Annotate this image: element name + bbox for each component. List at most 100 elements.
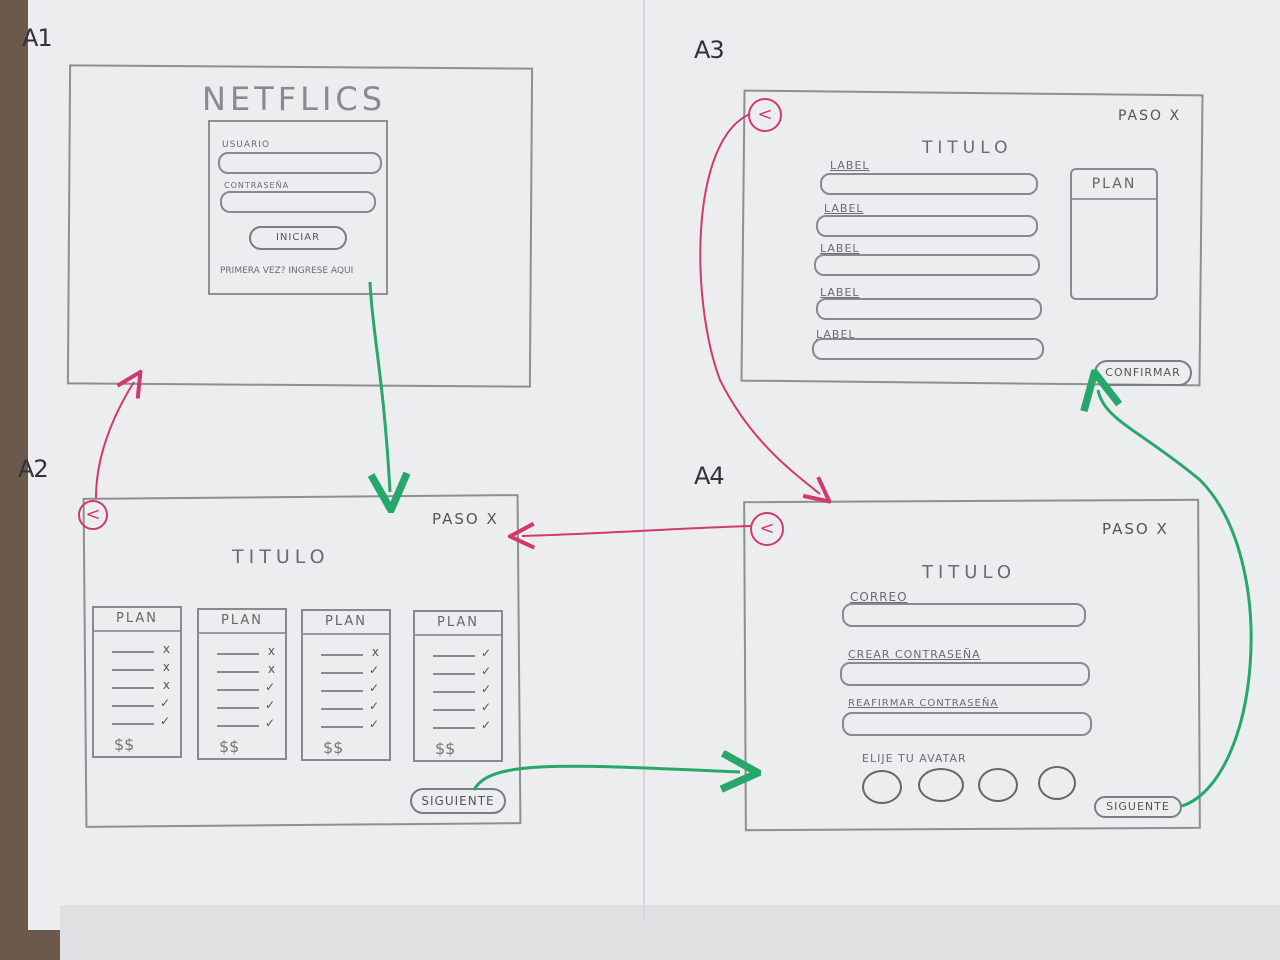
plan-feature-row: x — [112, 678, 170, 694]
avatar-label: ELIJE TU AVATAR — [862, 752, 967, 765]
cross-icon: x — [162, 678, 170, 692]
avatar-option-2[interactable] — [918, 768, 964, 802]
text-input-4[interactable] — [816, 298, 1042, 320]
plan-feature-row: ✓ — [217, 716, 275, 732]
feature-line — [433, 727, 475, 729]
text-input-1[interactable] — [820, 173, 1038, 195]
step-label-a3: PASO X — [1118, 108, 1182, 124]
plan-feature-row: ✓ — [321, 717, 379, 733]
feature-line — [112, 687, 154, 689]
check-icon: ✓ — [264, 716, 275, 730]
text-input-2[interactable] — [816, 215, 1038, 237]
email-label: CORREO — [850, 590, 908, 604]
back-button-a4[interactable]: < — [750, 512, 784, 546]
confirm-password-label: REAFIRMAR CONTRASEÑA — [848, 698, 999, 709]
arrow-a4-to-a3 — [1098, 390, 1253, 808]
close-icon[interactable]: X — [1156, 520, 1169, 538]
plan-feature-row: ✓ — [433, 718, 491, 734]
arrow-a1-to-a2 — [370, 281, 390, 492]
screen-tag-a3: A3 — [694, 36, 725, 64]
plan-summary-title: PLAN — [1072, 170, 1156, 200]
feature-line — [217, 689, 259, 691]
field-label-3: LABEL — [820, 242, 860, 255]
page-title-a2: TITULO — [232, 546, 330, 568]
chevron-left-icon: < — [85, 504, 101, 525]
check-icon: ✓ — [480, 646, 491, 660]
plan-feature-row: ✓ — [217, 680, 275, 696]
plan-feature-row: x — [321, 645, 379, 661]
chevron-left-icon: < — [757, 104, 773, 125]
cross-icon: x — [267, 662, 275, 676]
plan-feature-row: ✓ — [217, 698, 275, 714]
check-icon: ✓ — [264, 680, 275, 694]
feature-line — [433, 655, 475, 657]
cross-icon: x — [267, 644, 275, 658]
cross-icon: x — [162, 642, 170, 656]
plan-feature-row: x — [112, 642, 170, 658]
plan-card[interactable]: PLAN✓✓✓✓✓$$ — [413, 610, 503, 762]
field-label-5: LABEL — [816, 328, 856, 341]
email-input[interactable] — [842, 603, 1086, 627]
page-title-a3: TITULO — [922, 138, 1013, 158]
plan-feature-row: ✓ — [433, 646, 491, 662]
check-icon: ✓ — [480, 664, 491, 678]
password-label: CONTRASEÑA — [224, 181, 290, 190]
next-button-a2[interactable]: SIGUIENTE — [410, 788, 506, 814]
arrow-a4-back-to-a2 — [522, 526, 753, 536]
field-label-1: LABEL — [830, 159, 870, 172]
close-icon[interactable]: X — [486, 510, 499, 528]
arrow-a2-back-to-a1 — [95, 382, 134, 499]
user-label: USUARIO — [222, 140, 271, 150]
plan-feature-row: ✓ — [321, 699, 379, 715]
paper-fold — [643, 0, 645, 920]
create-password-label: CREAR CONTRASEÑA — [848, 648, 981, 661]
plan-feature-row: x — [217, 662, 275, 678]
avatar-option-4[interactable] — [1038, 766, 1076, 800]
avatar-option-3[interactable] — [978, 768, 1018, 802]
screen-tag-a1: A1 — [22, 24, 53, 52]
feature-line — [217, 671, 259, 673]
feature-line — [433, 691, 475, 693]
signup-link[interactable]: PRIMERA VEZ? INGRESE AQUI — [220, 266, 354, 276]
user-input[interactable] — [218, 152, 382, 174]
feature-line — [321, 672, 363, 674]
create-password-input[interactable] — [840, 662, 1090, 686]
feature-line — [321, 654, 363, 656]
check-icon: ✓ — [368, 663, 379, 677]
plan-card-title: PLAN — [94, 608, 180, 632]
feature-line — [433, 709, 475, 711]
check-icon: ✓ — [159, 696, 170, 710]
chevron-left-icon: < — [759, 518, 775, 539]
password-input[interactable] — [220, 191, 376, 213]
plan-feature-row: ✓ — [433, 700, 491, 716]
feature-line — [112, 705, 154, 707]
back-button-a2[interactable]: < — [78, 500, 108, 530]
cross-icon: x — [371, 645, 379, 659]
arrow-a2-to-a4 — [472, 766, 740, 790]
text-input-3[interactable] — [814, 254, 1040, 276]
plan-price: $$ — [219, 737, 240, 756]
avatar-option-1[interactable] — [862, 770, 902, 804]
confirm-password-input[interactable] — [842, 712, 1092, 736]
check-icon: ✓ — [480, 700, 491, 714]
plan-feature-row: ✓ — [433, 682, 491, 698]
text-input-5[interactable] — [812, 338, 1044, 360]
check-icon: ✓ — [480, 682, 491, 696]
plan-feature-row: ✓ — [321, 663, 379, 679]
feature-line — [433, 673, 475, 675]
next-button-a4[interactable]: SIGUENTE — [1094, 796, 1182, 818]
close-icon[interactable]: X — [1169, 108, 1182, 124]
page-title-a4: TITULO — [922, 562, 1017, 583]
check-icon: ✓ — [368, 717, 379, 731]
plan-summary-box: PLAN — [1070, 168, 1158, 300]
check-icon: ✓ — [480, 718, 491, 732]
feature-line — [217, 707, 259, 709]
feature-line — [321, 708, 363, 710]
login-form — [208, 120, 388, 295]
login-button[interactable]: INICIAR — [249, 226, 347, 250]
plan-card-title: PLAN — [303, 611, 389, 635]
